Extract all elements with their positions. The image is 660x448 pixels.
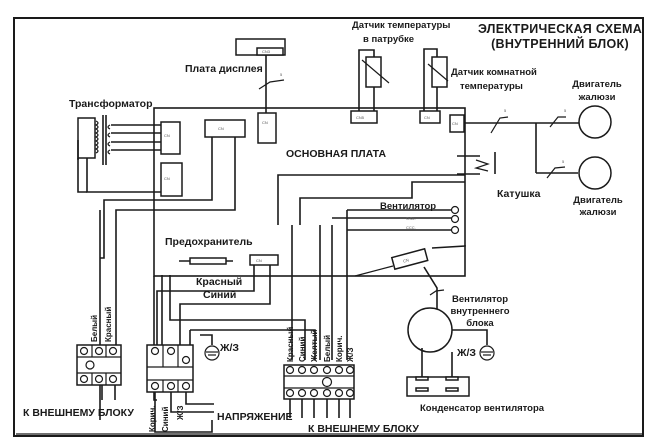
- fan-speed-low: [450, 225, 460, 235]
- display-board: CN3: [235, 38, 286, 56]
- diagram-title-line2: (ВНУТРЕННИЙ БЛОК): [491, 36, 629, 51]
- svg-text:CN: CN: [402, 257, 409, 263]
- red-wire: [156, 265, 255, 345]
- indoor-fan-label-3: блока: [466, 318, 494, 329]
- transformer-connector-1: [160, 121, 181, 155]
- pipe-temp-sensor: CN5: [350, 49, 390, 124]
- svg-text:5: 5: [564, 108, 567, 113]
- outdoor-terminal-wire-4: Белый: [323, 335, 332, 362]
- indoor-fan-motor: [407, 307, 453, 353]
- svg-text:5: 5: [562, 159, 565, 164]
- pipe-sensor-label-2: в патрубке: [363, 34, 414, 45]
- blue-wire: [179, 265, 271, 345]
- terminal-block-outdoor: [283, 364, 355, 400]
- svg-text:CN3: CN3: [262, 49, 271, 54]
- to-outdoor-label-right: К ВНЕШНЕМУ БЛОКУ: [308, 423, 419, 435]
- ground-label-fan: Ж/З: [456, 347, 476, 359]
- board-connector-cn: [204, 119, 246, 138]
- louver-motor-2-label-2: жалюзи: [579, 207, 617, 218]
- red-wire-label: Красный: [196, 276, 242, 288]
- room-sensor-label-1: Датчик комнатной: [451, 67, 537, 78]
- ground-symbol-fan: [479, 345, 495, 361]
- supply-label: НАПРЯЖЕНИЕ: [217, 411, 293, 423]
- indoor-fan-label-2: внутреннего: [450, 306, 509, 317]
- svg-text:CN: CN: [164, 133, 170, 138]
- svg-text:5: 5: [280, 72, 283, 77]
- fan-speed-high: [450, 205, 460, 215]
- terminal-block-power: [146, 344, 194, 393]
- display-board-label: Плата дисплея: [185, 63, 263, 75]
- left-terminal-wire-1: Белый: [90, 315, 99, 342]
- svg-text:CCC.: CCC.: [406, 225, 416, 230]
- coil: [277, 152, 496, 225]
- power-terminal-wire-1: Корич.: [148, 406, 157, 432]
- louver-motor-1: [578, 105, 612, 139]
- coil-label: Катушка: [497, 188, 541, 200]
- louver-motor-2-label-1: Двигатель: [573, 195, 623, 206]
- transformer-label: Трансформатор: [69, 98, 153, 110]
- blue-wire-label: Синий: [203, 289, 236, 301]
- svg-text:CN: CN: [424, 115, 430, 120]
- svg-text:CN5: CN5: [356, 115, 365, 120]
- terminal-block-left: [76, 344, 122, 386]
- outdoor-terminal-wire-6: Ж/З: [346, 348, 355, 363]
- diagram-frame: [13, 17, 644, 437]
- fan-label: Вентилятор: [380, 201, 436, 212]
- fan-capacitor-label: Конденсатор вентилятора: [420, 403, 545, 414]
- fan-relay: CN: [390, 247, 429, 271]
- display-connector: [257, 112, 277, 144]
- room-temp-sensor: CN: [419, 48, 449, 124]
- fan-capacitor: [406, 348, 470, 397]
- outdoor-terminal-wire-3: Желтый: [310, 329, 319, 363]
- ground-label-power: Ж/З: [219, 342, 239, 354]
- to-outdoor-label-left: К ВНЕШНЕМУ БЛОКУ: [23, 407, 134, 419]
- main-board-label: ОСНОВНАЯ ПЛАТА: [286, 148, 386, 160]
- power-terminal-wire-3: Ж/З: [176, 406, 185, 421]
- indoor-fan-label-1: Вентилятор: [452, 294, 508, 305]
- fuse: [179, 257, 233, 265]
- svg-text:CN: CN: [218, 126, 224, 131]
- svg-text:S.SL.: S.SL.: [406, 216, 416, 221]
- diagram-title-line1: ЭЛЕКТРИЧЕСКАЯ СХЕМА: [478, 22, 642, 36]
- louver-motor-2: [578, 156, 612, 190]
- louver-cable-bundle-mark: [490, 116, 509, 134]
- room-sensor-label-2: температуры: [460, 81, 523, 92]
- display-cable-bundle-mark: [258, 79, 285, 90]
- left-terminal-wire-2: Красный: [104, 307, 113, 342]
- svg-text:CN: CN: [256, 258, 262, 263]
- louver-motor-1-label-2: жалюзи: [578, 92, 616, 103]
- fuse-connector: [249, 254, 279, 266]
- louver-motor-1-label-1: Двигатель: [572, 79, 622, 90]
- outdoor-terminal-wire-5: Корич.: [335, 336, 344, 362]
- fan-speed-mid: [450, 214, 460, 224]
- ground-symbol-power: [204, 345, 220, 361]
- pipe-sensor-label-1: Датчик температуры: [352, 20, 450, 31]
- svg-text:5: 5: [504, 108, 507, 113]
- svg-text:CN: CN: [164, 176, 170, 181]
- transformer: [77, 115, 162, 193]
- svg-text:CN: CN: [262, 120, 268, 125]
- power-terminal-wire-2: Синий: [161, 407, 170, 432]
- outdoor-terminal-wire-1: Красный: [286, 327, 295, 362]
- outdoor-terminal-wire-2: Синий: [298, 337, 307, 362]
- svg-text:CN: CN: [452, 121, 458, 126]
- fuse-label: Предохранитель: [165, 236, 253, 248]
- transformer-connector-2: [160, 162, 183, 197]
